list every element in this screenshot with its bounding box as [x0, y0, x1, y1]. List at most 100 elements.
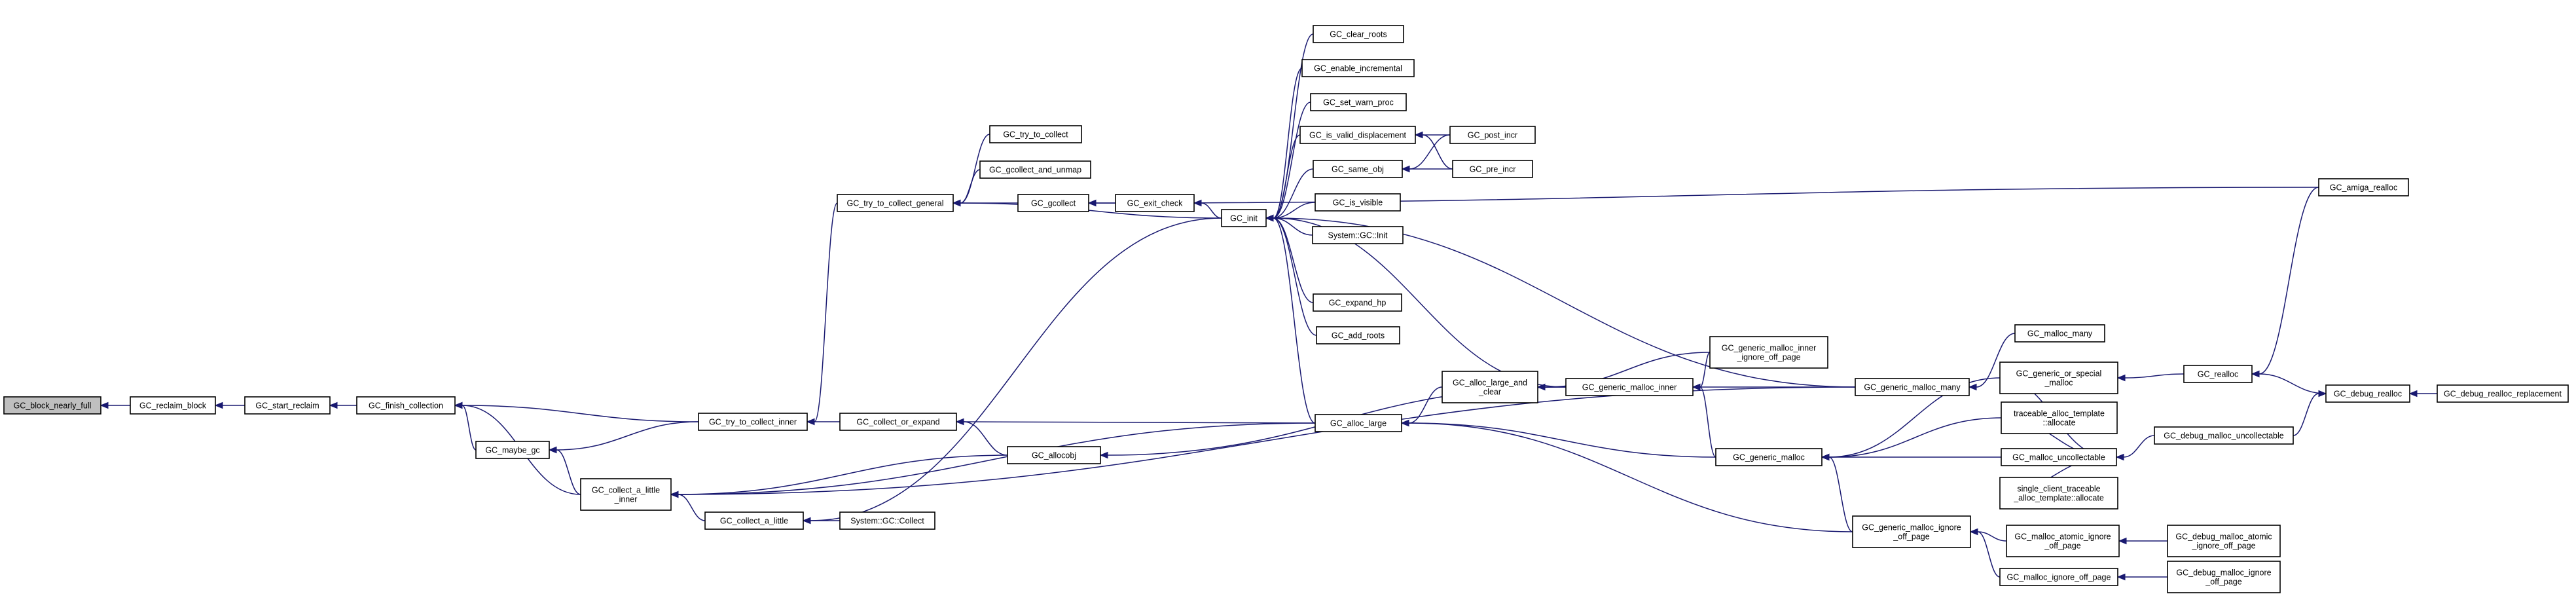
- node-generic-malloc[interactable]: GC_generic_malloc: [1715, 448, 1823, 466]
- node-gcollect-and-unmap[interactable]: GC_gcollect_and_unmap: [979, 160, 1091, 179]
- node-system-gc-collect[interactable]: System::GC::Collect: [839, 511, 935, 530]
- node-label: GC_is_visible: [1333, 198, 1383, 208]
- node-generic-malloc-inner-ignore-off-page[interactable]: GC_generic_malloc_inner_ignore_off_page: [1709, 336, 1828, 369]
- node-label: GC_amiga_realloc: [2330, 183, 2398, 193]
- edge-reclaim-block-to-block-nearly-full: [100, 401, 130, 409]
- node-box: [1313, 25, 1404, 43]
- node-is-visible[interactable]: GC_is_visible: [1315, 193, 1401, 212]
- arrowhead: [2251, 370, 2260, 378]
- node-exit-check[interactable]: GC_exit_check: [1115, 194, 1195, 212]
- node-box: [2006, 525, 2120, 557]
- node-pre-incr[interactable]: GC_pre_incr: [1452, 160, 1533, 178]
- node-alloc-large-and-clear[interactable]: GC_alloc_large_and_clear: [1442, 371, 1538, 403]
- arrowhead: [454, 401, 463, 409]
- edge-generic-malloc-many-to-collect-a-little-inner: [670, 386, 1856, 498]
- node-is-valid-displacement[interactable]: GC_is_valid_displacement: [1299, 126, 1416, 144]
- node-box: [580, 478, 672, 511]
- node-single-client-traceable-alloc-template-allocate[interactable]: single_client_traceable_alloc_template::…: [1999, 477, 2118, 510]
- node-label: GC_is_valid_displacement: [1309, 131, 1407, 140]
- node-box: [2167, 561, 2281, 593]
- node-label: GC_debug_malloc_uncollectable: [2164, 432, 2284, 441]
- node-label: GC_debug_realloc: [2334, 390, 2402, 399]
- node-label: GC_allocobj: [1032, 451, 1076, 460]
- node-reclaim-block[interactable]: GC_reclaim_block: [130, 396, 216, 415]
- node-allocobj[interactable]: GC_allocobj: [1007, 446, 1101, 464]
- node-label: GC_generic_malloc: [1733, 453, 1805, 462]
- node-debug-realloc[interactable]: GC_debug_realloc: [2325, 384, 2410, 403]
- node-alloc-large[interactable]: GC_alloc_large: [1315, 414, 1402, 432]
- node-amiga-realloc[interactable]: GC_amiga_realloc: [2318, 178, 2409, 196]
- node-box: [989, 125, 1082, 143]
- arrowhead: [952, 199, 961, 207]
- node-maybe-gc[interactable]: GC_maybe_gc: [475, 441, 550, 459]
- node-box: [698, 413, 808, 431]
- node-label: System::GC::Collect: [850, 517, 924, 526]
- node-collect-a-little[interactable]: GC_collect_a_little: [704, 511, 804, 530]
- node-system-gc-init[interactable]: System::GC::Init: [1312, 226, 1404, 244]
- node-malloc-atomic-ignore-off-page[interactable]: GC_malloc_atomic_ignore_off_page: [2006, 525, 2120, 557]
- arrowhead: [329, 401, 338, 409]
- node-box: [1315, 193, 1401, 212]
- node-malloc-ignore-off-page[interactable]: GC_malloc_ignore_off_page: [1999, 568, 2118, 586]
- node-box: [704, 511, 804, 530]
- node-collect-a-little-inner[interactable]: GC_collect_a_little_inner: [580, 478, 672, 511]
- node-label: GC_debug_malloc_ignore: [2176, 568, 2271, 578]
- node-box: [244, 396, 331, 415]
- node-realloc[interactable]: GC_realloc: [2183, 365, 2253, 383]
- node-label: GC_collect_a_little: [592, 486, 660, 495]
- node-add-roots[interactable]: GC_add_roots: [1316, 326, 1400, 344]
- node-label: GC_collect_or_expand: [856, 418, 939, 427]
- node-label: _clear: [1478, 388, 1501, 397]
- node-try-to-collect[interactable]: GC_try_to_collect: [989, 125, 1082, 143]
- node-label: GC_debug_malloc_atomic: [2175, 532, 2272, 542]
- arrowhead: [2116, 374, 2126, 382]
- edge-collect-a-little-inner-to-maybe-gc: [548, 446, 581, 495]
- node-debug-malloc-uncollectable[interactable]: GC_debug_malloc_uncollectable: [2154, 426, 2294, 445]
- node-enable-incremental[interactable]: GC_enable_incremental: [1301, 59, 1415, 77]
- edge-expand-hp-to-init: [1265, 214, 1314, 303]
- node-start-reclaim[interactable]: GC_start_reclaim: [244, 396, 331, 415]
- node-collect-or-expand[interactable]: GC_collect_or_expand: [839, 413, 957, 431]
- node-label: _ignore_off_page: [1736, 353, 1800, 362]
- edge-alloc-large-to-collect-or-expand: [955, 418, 1316, 426]
- node-set-warn-proc[interactable]: GC_set_warn_proc: [1310, 93, 1407, 111]
- node-generic-malloc-many[interactable]: GC_generic_malloc_many: [1855, 378, 1970, 396]
- node-label: GC_maybe_gc: [485, 446, 539, 455]
- edge-amiga-realloc-to-gcollect: [1087, 187, 2319, 207]
- edge-init-to-try-to-collect-general: [952, 199, 1222, 219]
- node-post-incr[interactable]: GC_post_incr: [1449, 126, 1536, 144]
- node-box: [839, 413, 957, 431]
- node-label: GC_gcollect: [1031, 199, 1076, 208]
- node-box: [130, 396, 216, 415]
- node-block-nearly-full[interactable]: GC_block_nearly_full: [3, 396, 101, 415]
- node-label: System::GC::Init: [1328, 231, 1388, 240]
- node-box: [979, 160, 1091, 179]
- edge-pre-incr-to-same-obj: [1401, 165, 1453, 173]
- node-malloc-uncollectable[interactable]: GC_malloc_uncollectable: [2001, 448, 2117, 466]
- node-generic-or-special-malloc[interactable]: GC_generic_or_special_malloc: [1999, 362, 2118, 394]
- edge-start-reclaim-to-reclaim-block: [214, 401, 245, 409]
- node-box: [3, 396, 101, 415]
- node-finish-collection[interactable]: GC_finish_collection: [356, 396, 456, 415]
- node-malloc-many[interactable]: GC_malloc_many: [2014, 324, 2105, 343]
- node-try-to-collect-general[interactable]: GC_try_to_collect_general: [837, 194, 954, 212]
- node-same-obj[interactable]: GC_same_obj: [1313, 160, 1403, 178]
- node-debug-malloc-atomic-ignore-off-page[interactable]: GC_debug_malloc_atomic_ignore_off_page: [2167, 525, 2281, 557]
- node-generic-malloc-inner[interactable]: GC_generic_malloc_inner: [1565, 378, 1694, 396]
- node-expand-hp[interactable]: GC_expand_hp: [1313, 293, 1402, 312]
- edge-generic-malloc-to-generic-malloc-inner: [1692, 383, 1716, 458]
- node-gcollect[interactable]: GC_gcollect: [1017, 194, 1089, 212]
- node-debug-malloc-ignore-off-page[interactable]: GC_debug_malloc_ignore_off_page: [2167, 561, 2281, 593]
- edge-generic-malloc-inner-to-init: [1265, 214, 1567, 388]
- node-traceable-alloc-template-allocate[interactable]: traceable_alloc_template::allocate: [2001, 401, 2118, 434]
- node-label: GC_generic_malloc_inner: [1722, 344, 1817, 353]
- node-box: [1442, 371, 1538, 403]
- node-try-to-collect-inner[interactable]: GC_try_to_collect_inner: [698, 413, 808, 431]
- node-generic-malloc-ignore-off-page[interactable]: GC_generic_malloc_ignore_off_page: [1852, 515, 1971, 548]
- node-init[interactable]: GC_init: [1221, 209, 1267, 227]
- node-label: GC_generic_malloc_many: [1864, 383, 1961, 392]
- node-debug-realloc-replacement[interactable]: GC_debug_realloc_replacement: [2437, 384, 2569, 403]
- node-box: [1301, 59, 1415, 77]
- node-box: [839, 511, 935, 530]
- node-clear-roots[interactable]: GC_clear_roots: [1313, 25, 1404, 43]
